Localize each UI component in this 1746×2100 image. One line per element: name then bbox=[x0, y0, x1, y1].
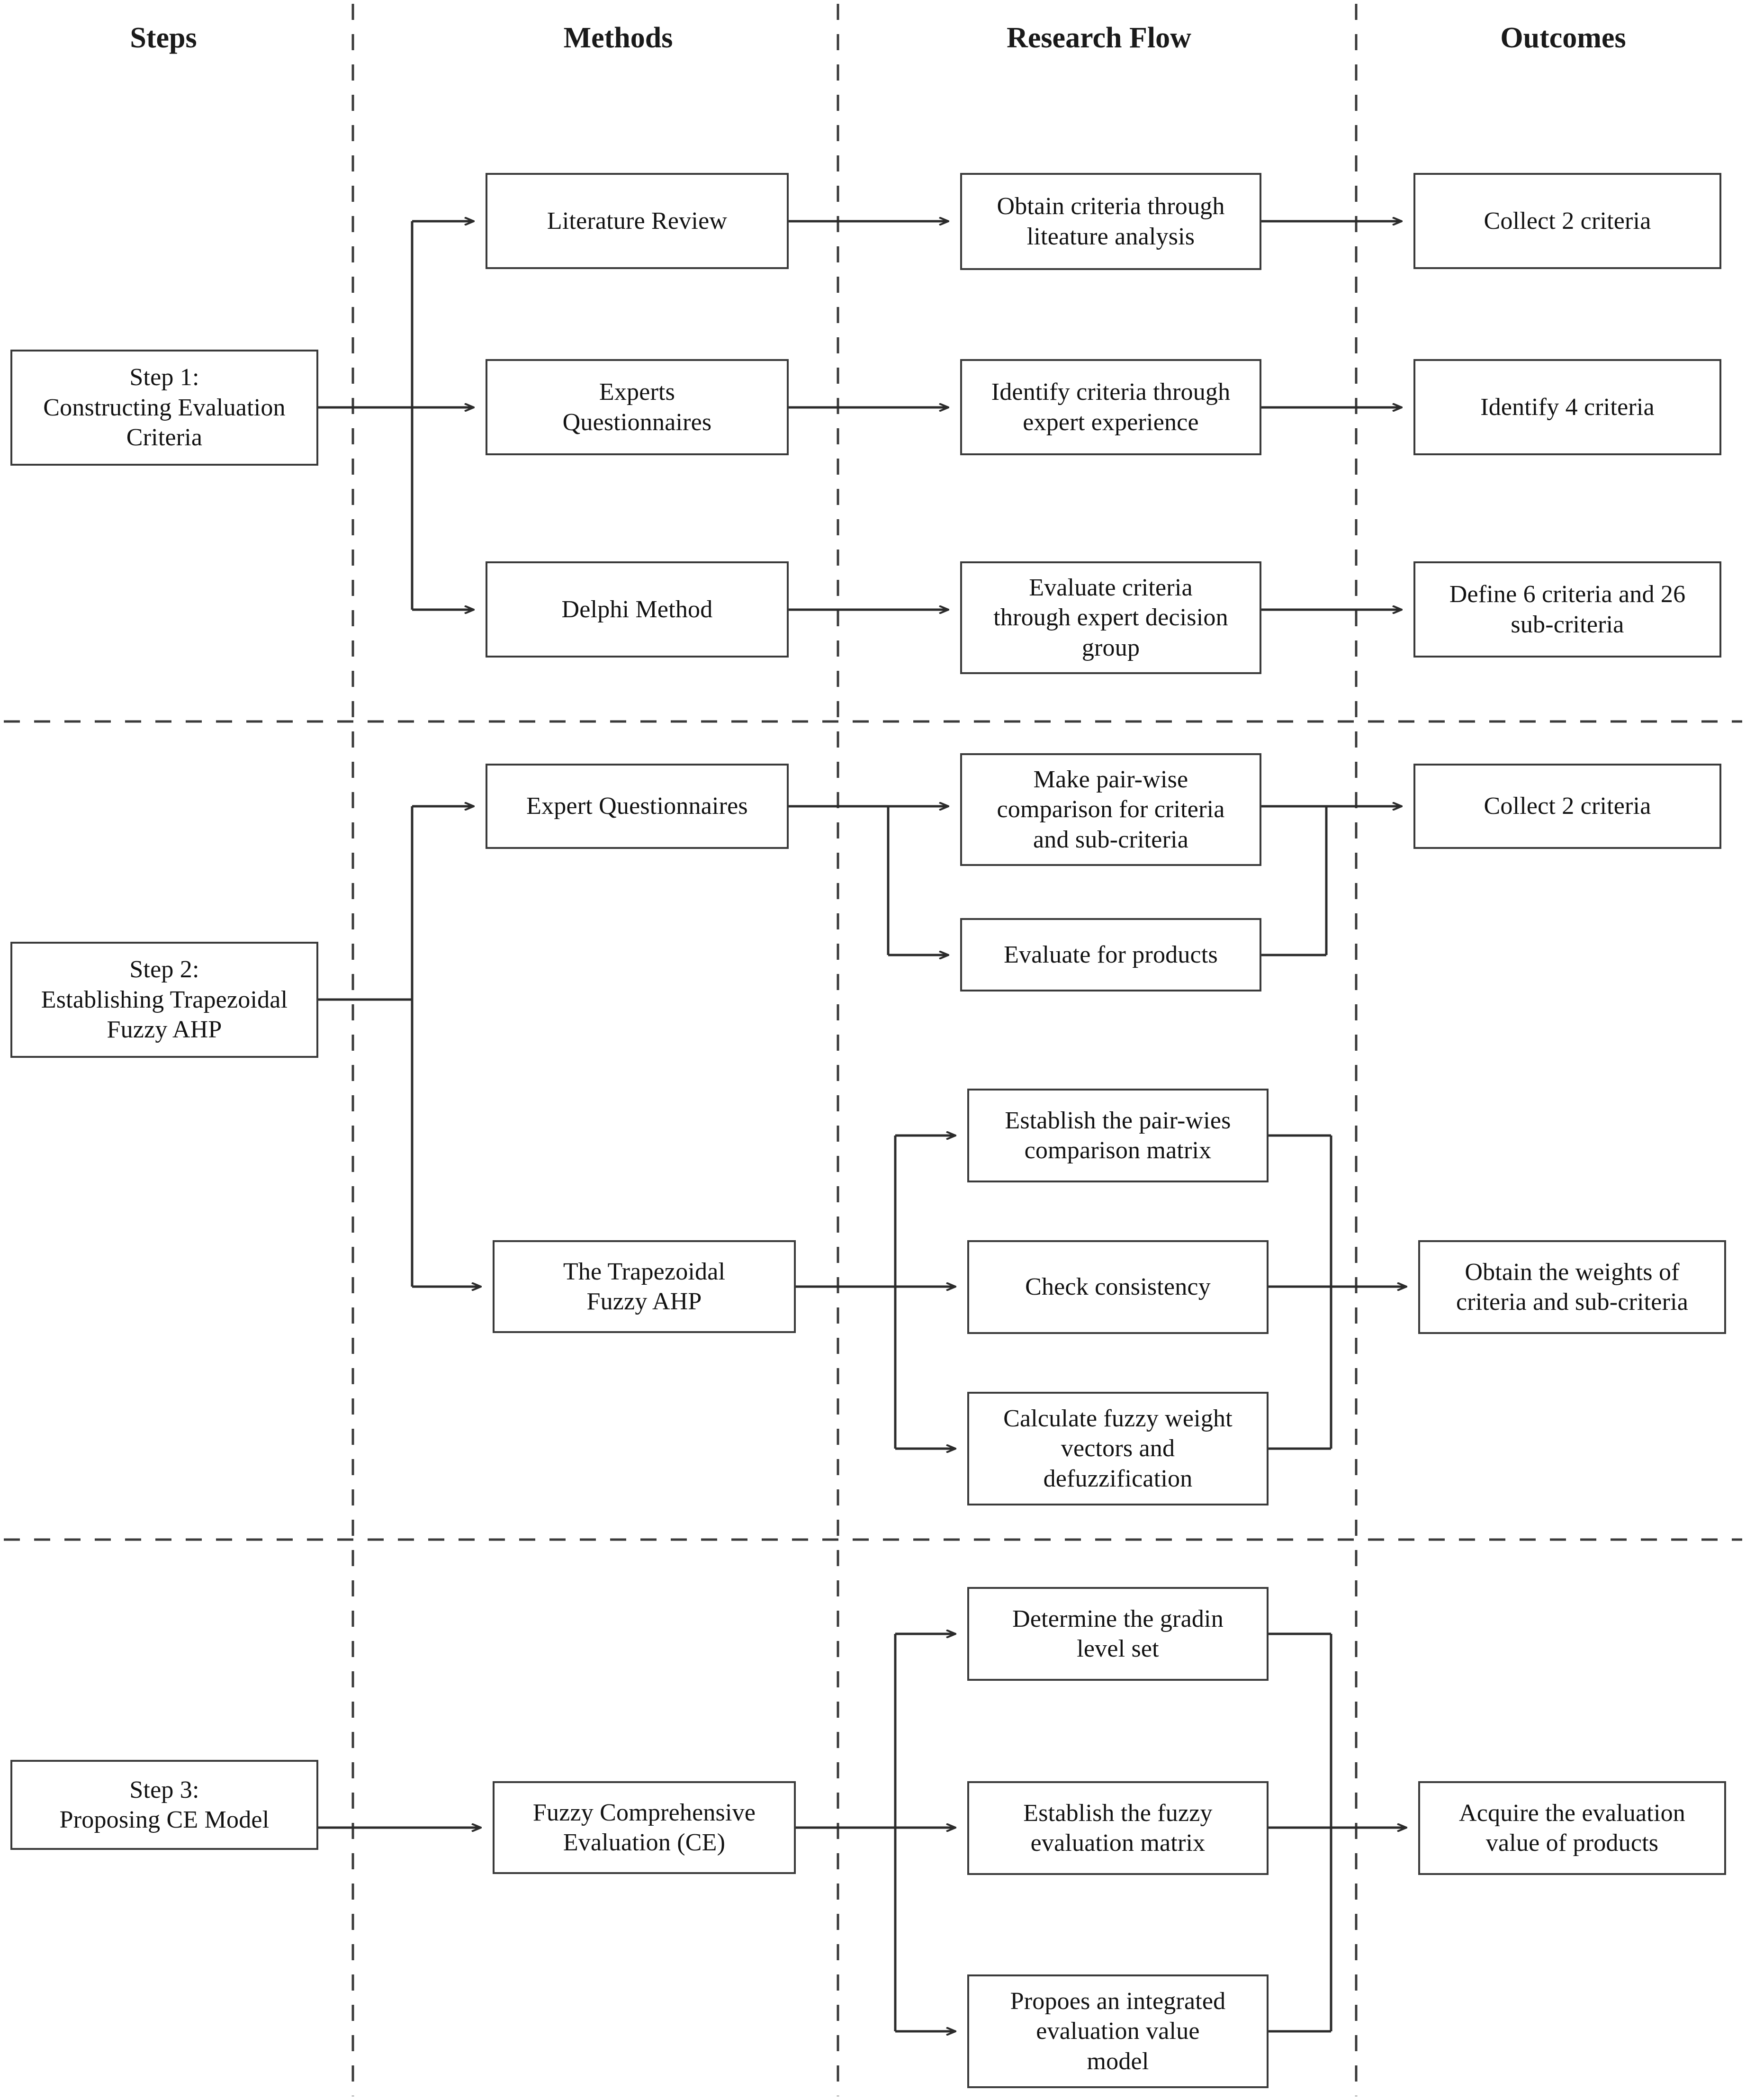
method-literature-review-label: Literature Review bbox=[547, 207, 728, 234]
column-header-outcomes: Outcomes bbox=[1500, 22, 1626, 54]
flow-check-consistency: Check consistency bbox=[967, 1240, 1269, 1334]
column-header-steps: Steps bbox=[130, 22, 197, 54]
outcome-collect-2-criteria-b-label: Collect 2 criteria bbox=[1484, 793, 1651, 820]
outcome-identify-4-criteria-label: Identify 4 criteria bbox=[1480, 393, 1655, 421]
column-header-methods: Methods bbox=[563, 22, 673, 54]
outcome-collect-2-criteria-a: Collect 2 criteria bbox=[1413, 173, 1721, 269]
step3-box-label: Step 3:Proposing CE Model bbox=[59, 1776, 270, 1833]
step3-box: Step 3:Proposing CE Model bbox=[10, 1760, 318, 1850]
column-header-research-flow: Research Flow bbox=[1007, 22, 1191, 54]
flow-evaluate-for-products: Evaluate for products bbox=[960, 918, 1261, 991]
outcome-collect-2-criteria-b: Collect 2 criteria bbox=[1413, 764, 1721, 849]
method-delphi-method: Delphi Method bbox=[486, 561, 789, 658]
method-delphi-method-label: Delphi Method bbox=[561, 595, 713, 623]
outcome-collect-2-criteria-a-label: Collect 2 criteria bbox=[1484, 207, 1651, 234]
flow-check-consistency-label: Check consistency bbox=[1025, 1273, 1211, 1301]
connector-lines bbox=[318, 221, 1406, 2031]
column-dividers bbox=[351, 4, 1358, 2096]
outcome-identify-4-criteria: Identify 4 criteria bbox=[1413, 359, 1721, 455]
method-literature-review: Literature Review bbox=[486, 173, 789, 269]
flow-evaluate-for-products-label: Evaluate for products bbox=[1004, 941, 1218, 968]
method-expert-questionnaires-2-label: Expert Questionnaires bbox=[526, 793, 748, 820]
method-expert-questionnaires-2: Expert Questionnaires bbox=[486, 764, 789, 849]
